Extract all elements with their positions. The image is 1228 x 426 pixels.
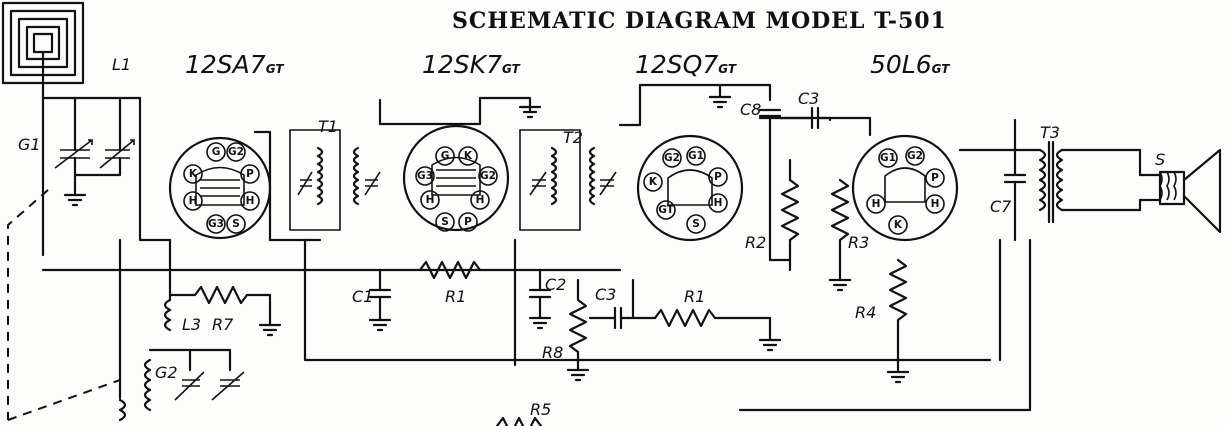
r7-label: R7	[212, 315, 234, 334]
svg-text:G2: G2	[664, 152, 680, 164]
svg-text:G1: G1	[880, 152, 896, 164]
svg-text:H: H	[476, 194, 485, 206]
svg-text:12SK7GT: 12SK7GT	[422, 50, 521, 79]
tube4-pins: G1 G2 P H K H	[866, 146, 945, 235]
t2-label: T2	[563, 128, 583, 147]
l3-label: L3	[182, 315, 201, 334]
tube-label-12sq7: 12SQ7GT	[635, 50, 737, 79]
svg-text:G: G	[441, 150, 450, 162]
tube3-pins: G2 G1 P H S GT K	[643, 146, 728, 234]
speaker-s	[1138, 148, 1222, 234]
if-transformer-t2	[519, 129, 617, 231]
t3-label: T3	[1040, 123, 1060, 142]
t1-label: T1	[318, 117, 338, 136]
l1-label: L1	[112, 55, 131, 74]
svg-text:G1: G1	[688, 150, 704, 162]
r2-label: R2	[745, 233, 766, 252]
svg-text:K: K	[464, 150, 473, 162]
c8-label: C8	[740, 100, 761, 119]
svg-text:G2: G2	[228, 146, 244, 158]
svg-text:H: H	[872, 198, 881, 210]
g2-label: G2	[155, 363, 178, 382]
tube-50l6-socket	[851, 134, 959, 242]
svg-text:H: H	[426, 194, 435, 206]
svg-text:P: P	[931, 172, 939, 184]
svg-text:12SA7GT: 12SA7GT	[185, 50, 284, 79]
tube2-pins: G K G2 H P S H G3	[415, 146, 498, 232]
r8-label: R8	[542, 343, 563, 362]
tube1-pins: G G2 P H S G3 H K	[183, 142, 260, 234]
r3-label: R3	[848, 233, 869, 252]
c3-label-b: C3	[798, 89, 819, 108]
r4-label: R4	[855, 303, 876, 322]
svg-text:50L6GT: 50L6GT	[870, 50, 950, 79]
svg-text:K: K	[894, 219, 903, 231]
svg-text:12SQ7GT: 12SQ7GT	[635, 50, 737, 79]
svg-text:K: K	[189, 168, 198, 180]
svg-text:G2: G2	[480, 170, 496, 182]
svg-text:S: S	[441, 216, 449, 228]
svg-text:GT: GT	[658, 204, 674, 216]
svg-text:H: H	[931, 198, 940, 210]
r1-label-b: R1	[684, 287, 705, 306]
loop-antenna-l1	[1, 1, 85, 257]
svg-text:G3: G3	[208, 218, 224, 230]
svg-text:G2: G2	[907, 150, 923, 162]
gang-capacitor-g1	[41, 96, 135, 207]
svg-text:G3: G3	[417, 170, 433, 182]
c2-label: C2	[545, 275, 566, 294]
svg-text:H: H	[714, 197, 723, 209]
wiring	[41, 83, 1042, 426]
diagram-title: SCHEMATIC DIAGRAM MODEL T-501	[452, 8, 947, 34]
svg-text:P: P	[714, 171, 722, 183]
tube-12sk7-socket	[402, 124, 510, 232]
tube-12sq7-socket	[636, 134, 744, 242]
c7-label: C7	[990, 197, 1012, 216]
g1-label: G1	[18, 135, 41, 154]
speaker-label: S	[1155, 150, 1165, 169]
svg-text:K: K	[649, 176, 658, 188]
r1-label-a: R1	[445, 287, 466, 306]
tube-label-12sa7: 12SA7GT	[185, 50, 284, 79]
svg-text:S: S	[232, 218, 240, 230]
svg-text:G: G	[212, 146, 221, 158]
gang-linkage-dashed	[7, 189, 121, 421]
c3-label-a: C3	[595, 285, 616, 304]
if-transformer-t1	[289, 129, 381, 231]
tube-label-12sk7: 12SK7GT	[422, 50, 521, 79]
tube-label-50l6: 50L6GT	[870, 50, 950, 79]
svg-text:P: P	[246, 168, 254, 180]
r5-label: R5	[530, 400, 551, 419]
svg-text:H: H	[246, 195, 255, 207]
output-transformer-t3	[1038, 140, 1142, 224]
svg-text:H: H	[189, 195, 198, 207]
svg-text:S: S	[692, 218, 700, 230]
c1-label: C1	[352, 287, 373, 306]
svg-text:P: P	[464, 216, 472, 228]
